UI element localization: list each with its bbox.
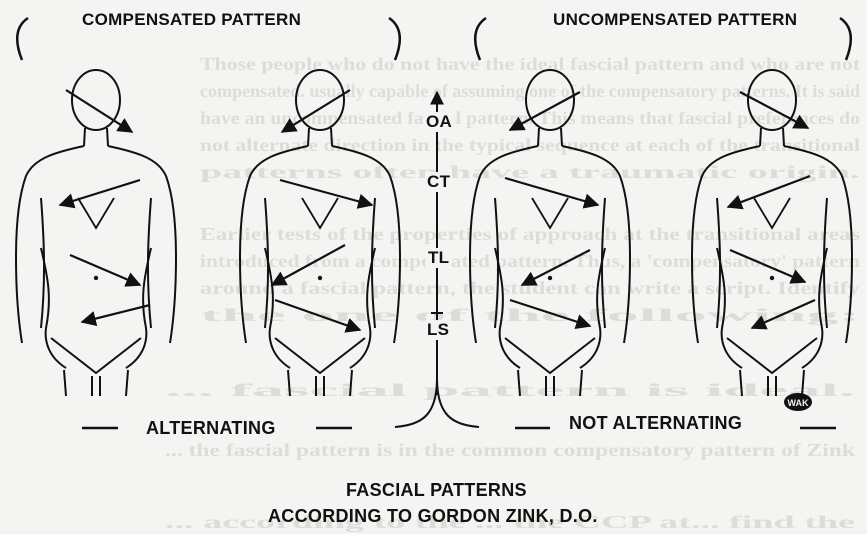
caption-line-1: FASCIAL PATTERNS [346, 480, 527, 501]
caption-line-2: ACCORDING TO GORDON ZINK, D.O. [268, 506, 598, 527]
bleed-through-line: introduced from a compensated pattern. T… [200, 251, 860, 271]
figure-compensated-1 [16, 70, 176, 396]
arrow [60, 180, 140, 205]
bleed-through-line: ... the fascial pattern is in the common… [165, 440, 855, 460]
bleed-through-text: Those people who do not have the ideal f… [165, 54, 860, 532]
arrow [82, 305, 150, 322]
publisher-logo: WAK [784, 393, 812, 411]
arrow [505, 178, 598, 205]
label-not-alternating: NOT ALTERNATING [569, 413, 742, 434]
spine-level-ct: CT [425, 172, 452, 192]
spine-level-ls: LS [425, 320, 451, 340]
spine-level-tl: TL [426, 248, 451, 268]
label-alternating: ALTERNATING [146, 418, 276, 439]
spine-level-oa: OA [424, 112, 454, 132]
bleed-through-line: Those people who do not have the ideal f… [200, 54, 860, 74]
arrow [66, 90, 132, 132]
heading-uncompensated: UNCOMPENSATED PATTERN [553, 10, 797, 30]
arrow [70, 255, 140, 285]
bleed-through-line: patterns often have a traumatic origin. [200, 162, 860, 182]
bleed-through-line: ... fascial pattern is ideal. [165, 380, 855, 400]
heading-compensated: COMPENSATED PATTERN [82, 10, 301, 30]
arrow [280, 180, 372, 205]
bleed-through-line: Earlier tests of the properties of appro… [200, 224, 860, 244]
svg-text:WAK: WAK [788, 398, 809, 408]
